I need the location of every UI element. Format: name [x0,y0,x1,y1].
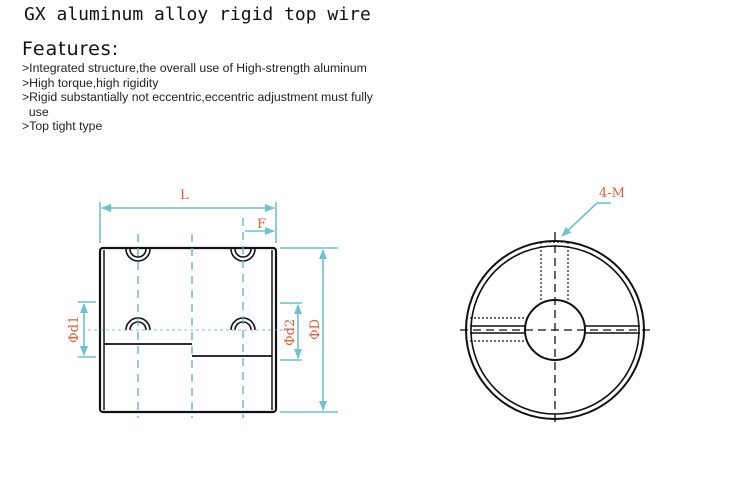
end-view [460,232,652,426]
feature-item: >High torque,high rigidity [22,75,159,90]
feature-item: >Integrated structure,the overall use of… [22,61,367,75]
outer-diameter-label: ΦD [308,319,323,340]
features-heading: Features: [22,38,120,60]
length-label: L [180,188,189,203]
page-title: GX aluminum alloy rigid top wire [24,4,371,25]
feature-item: >Top tight type [22,119,103,133]
features-list: >Integrated structure,the overall use of… [22,61,373,134]
d1-label: Φd1 [67,316,82,343]
f-label: F [257,217,266,232]
dimension-lines [78,202,611,413]
feature-item: >Rigid substantially not eccentric,eccen… [22,90,373,119]
d2-label: Φd2 [283,319,298,346]
screw-label: 4-M [599,186,625,201]
center-lines [137,218,244,418]
